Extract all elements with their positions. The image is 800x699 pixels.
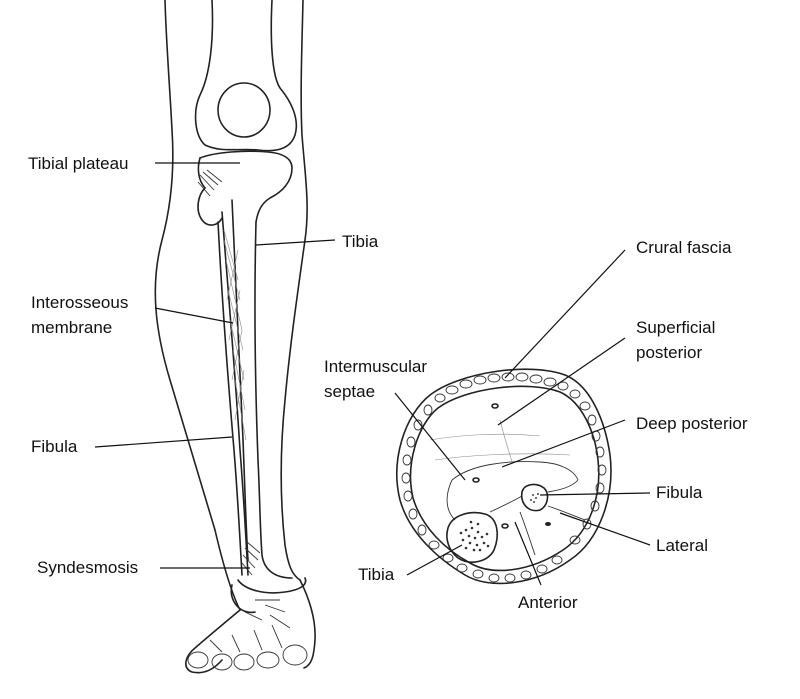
foot-outline [185, 609, 241, 674]
septum-superficial-deep [451, 461, 579, 481]
vessel-posterior [491, 403, 499, 409]
label-crural-fascia: Crural fascia [636, 238, 732, 257]
toes [187, 599, 308, 671]
tibia-marrow [459, 520, 490, 552]
fibula-marrow [530, 493, 539, 503]
section-tibia [446, 511, 499, 563]
label-deep-posterior: Deep posterior [636, 414, 748, 433]
vessel-deep [472, 477, 480, 483]
label-interosseous-1: Interosseous [31, 293, 128, 312]
section-crural-fascia [409, 385, 600, 572]
talus [237, 577, 307, 594]
interosseous-membrane-fibers [223, 229, 247, 441]
label-anterior: Anterior [518, 593, 578, 612]
septum-anterior [519, 511, 536, 556]
label-syndesmosis: Syndesmosis [37, 558, 138, 577]
label-fibula-section: Fibula [656, 483, 703, 502]
label-tibial-plateau: Tibial plateau [28, 154, 129, 173]
label-superficial-1: Superficial [636, 318, 715, 337]
tibial-plateau-shape [199, 150, 293, 223]
leg-illustration [154, 0, 316, 674]
fibula-shaft [217, 221, 243, 576]
label-intermuscular-2: septae [324, 382, 375, 401]
septum-lateral [547, 505, 586, 521]
subcutaneous-fat [401, 372, 607, 583]
label-superficial-2: posterior [636, 343, 702, 362]
tibia-shaft [254, 221, 293, 579]
vessel-anterior [501, 523, 509, 529]
fibula-head [197, 187, 223, 226]
label-tibia-leg: Tibia [342, 232, 379, 251]
vessel-lateral [545, 522, 551, 526]
label-fibula-leg: Fibula [31, 437, 78, 456]
syndesmosis-fibers [241, 541, 261, 576]
leader-lines [94, 162, 651, 586]
label-intermuscular-1: Intermuscular [324, 357, 427, 376]
patella [217, 82, 271, 138]
femur [194, 0, 298, 152]
leg-outline-left [154, 0, 241, 611]
leg-outline-right [280, 0, 308, 581]
cross-section [396, 368, 612, 585]
label-tibia-section: Tibia [358, 565, 395, 584]
label-interosseous-2: membrane [31, 318, 112, 337]
label-lateral: Lateral [656, 536, 708, 555]
section-fibula [520, 483, 549, 512]
section-skin [396, 368, 612, 585]
